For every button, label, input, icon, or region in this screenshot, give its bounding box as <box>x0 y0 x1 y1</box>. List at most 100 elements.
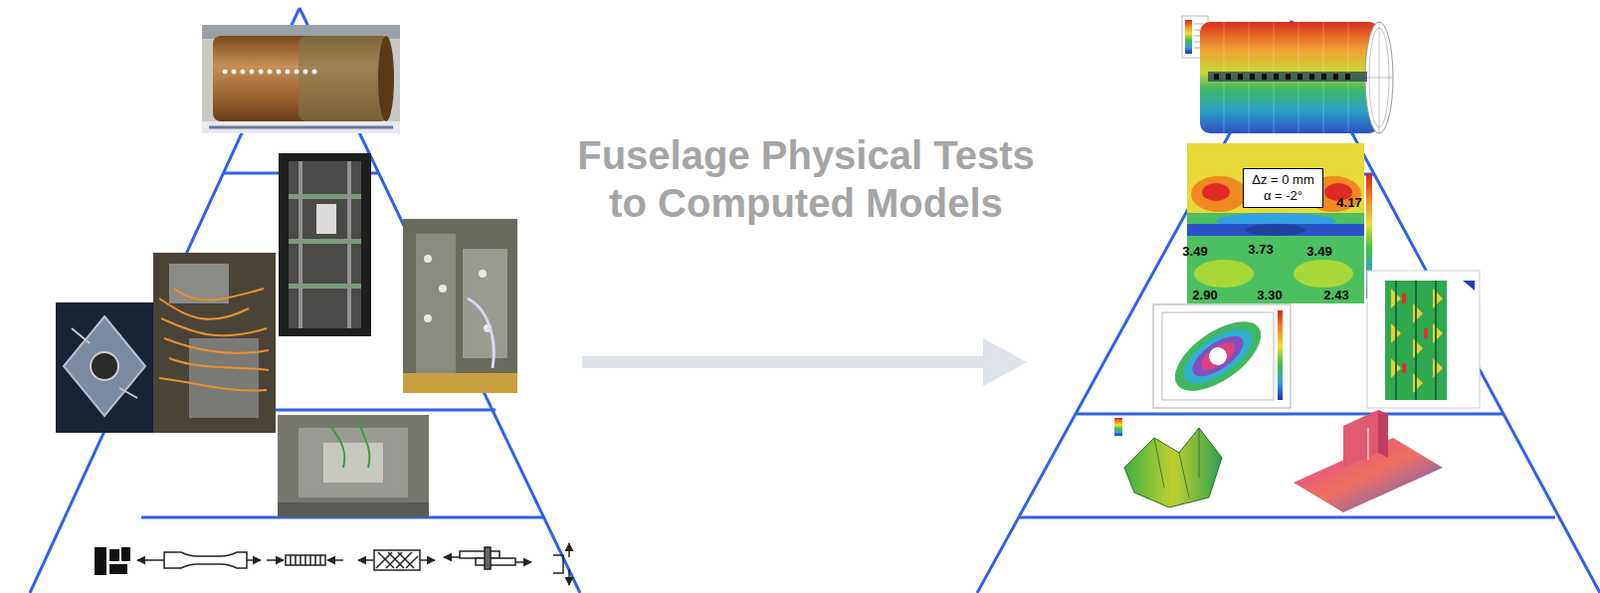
barrel-fe-model <box>1345 73 1351 80</box>
fixture-photo <box>328 419 370 468</box>
rig-photo <box>462 248 508 359</box>
hole-plate-contour <box>1163 308 1272 405</box>
rig-photo <box>402 218 518 394</box>
fuselage-photo <box>231 69 237 75</box>
fuselage-photo <box>240 69 246 75</box>
laminate-coupon <box>419 559 435 562</box>
tension-coupon <box>164 552 247 569</box>
barrel-fe-model <box>1182 15 1394 134</box>
flow-arrow <box>582 338 1027 387</box>
panel-buckling-model <box>1401 293 1406 304</box>
contour-value: 3.30 <box>1256 287 1282 303</box>
fuselage-photo <box>285 69 291 75</box>
rig-photo <box>423 314 432 323</box>
fixture-photo <box>277 414 429 518</box>
wired-specimen-photo <box>161 318 267 336</box>
clip-icon <box>94 547 107 576</box>
barrel-fe-model <box>1333 73 1339 80</box>
pyramid-outline <box>29 7 581 593</box>
fuselage-photo <box>303 69 309 75</box>
contour-value: 2.43 <box>1323 287 1349 303</box>
panel-buckling-model <box>1412 303 1423 394</box>
panel-buckling-model <box>1396 280 1436 400</box>
flow-arrow <box>983 338 1027 387</box>
wired-specimen-photo <box>164 338 269 354</box>
wired-specimen-photo <box>153 252 276 433</box>
hole-plate-contour <box>1153 304 1291 408</box>
element-models <box>1343 409 1379 468</box>
wired-specimen-photo <box>174 288 264 301</box>
fuselage-photo <box>208 126 394 130</box>
panel-buckling-model <box>1432 288 1443 379</box>
tension-coupon <box>246 559 261 562</box>
element-models <box>1114 417 1123 436</box>
fuselage-photo <box>298 35 389 122</box>
pyramid-outline <box>977 20 1600 593</box>
clip-icon <box>109 564 128 575</box>
bracket-coupon <box>553 543 570 586</box>
rig-photo <box>478 269 487 278</box>
fixture-photo <box>323 442 384 483</box>
fuselage-photo <box>212 35 389 122</box>
barrel-fe-model <box>1213 73 1351 80</box>
panel-buckling-model <box>1367 270 1480 408</box>
fuselage-photo <box>294 69 300 75</box>
wired-specimen-photo <box>189 338 259 418</box>
fuselage-photo <box>201 121 400 134</box>
clip-icon <box>94 547 131 576</box>
bolted-joint-coupon <box>459 551 500 559</box>
shear-panel-photo <box>55 302 154 433</box>
element-models <box>1378 409 1389 458</box>
compression-coupon <box>285 555 326 566</box>
fixture-photo <box>328 422 345 468</box>
element-models <box>1114 409 1443 513</box>
fuselage-photo <box>378 35 395 122</box>
panel-photo <box>298 161 303 329</box>
window-contour-plot <box>1187 143 1365 304</box>
barrel-fe-model <box>1309 73 1315 80</box>
contour-value: 3.49 <box>1306 243 1332 259</box>
hole-plate-contour <box>1153 304 1291 408</box>
compression-coupon <box>290 555 321 566</box>
bolted-joint-coupon <box>484 547 491 570</box>
fuselage-photo <box>258 69 264 75</box>
panel-buckling-model <box>1385 280 1447 400</box>
coupon-icons <box>94 543 570 586</box>
fixture-photo <box>277 414 429 518</box>
bolted-joint-coupon <box>475 558 516 566</box>
wired-specimen-photo <box>159 288 269 392</box>
compression-coupon <box>266 555 344 566</box>
fuselage-photo <box>276 69 282 75</box>
shear-panel-photo <box>55 302 154 433</box>
panel-buckling-model <box>1396 280 1436 400</box>
contour-value: 3.49 <box>1182 243 1207 259</box>
panel-photo <box>298 161 352 329</box>
shear-panel-photo <box>71 328 138 399</box>
window-contour-plot <box>1201 183 1230 201</box>
window-contour-plot <box>1187 143 1373 304</box>
clip-icon <box>121 547 131 562</box>
window-contour-plot <box>1194 259 1254 288</box>
wired-specimen-photo <box>169 358 269 371</box>
fixture-photo <box>277 502 429 518</box>
element-models <box>1124 427 1222 508</box>
tension-coupon <box>137 559 165 562</box>
window-contour-plot <box>1293 259 1354 288</box>
barrel-fe-model <box>1249 73 1255 80</box>
box-text: Δz = 0 mm <box>1251 172 1315 189</box>
fuselage-photo <box>267 69 273 75</box>
panel-photo <box>288 161 362 329</box>
shear-panel-photo <box>63 316 146 416</box>
panel-buckling-model <box>1367 270 1480 408</box>
barrel-fe-model <box>1285 73 1291 80</box>
diagram-title: Fuselage Physical Tests to Computed Mode… <box>567 131 1045 227</box>
barrel-fe-model <box>1365 21 1394 134</box>
bolted-joint-coupon <box>443 556 460 559</box>
window-contour-plot <box>1187 143 1365 213</box>
hole-plate-contour <box>1175 318 1261 394</box>
tension-coupon <box>137 552 261 569</box>
pyramid-outline <box>1019 174 1556 518</box>
